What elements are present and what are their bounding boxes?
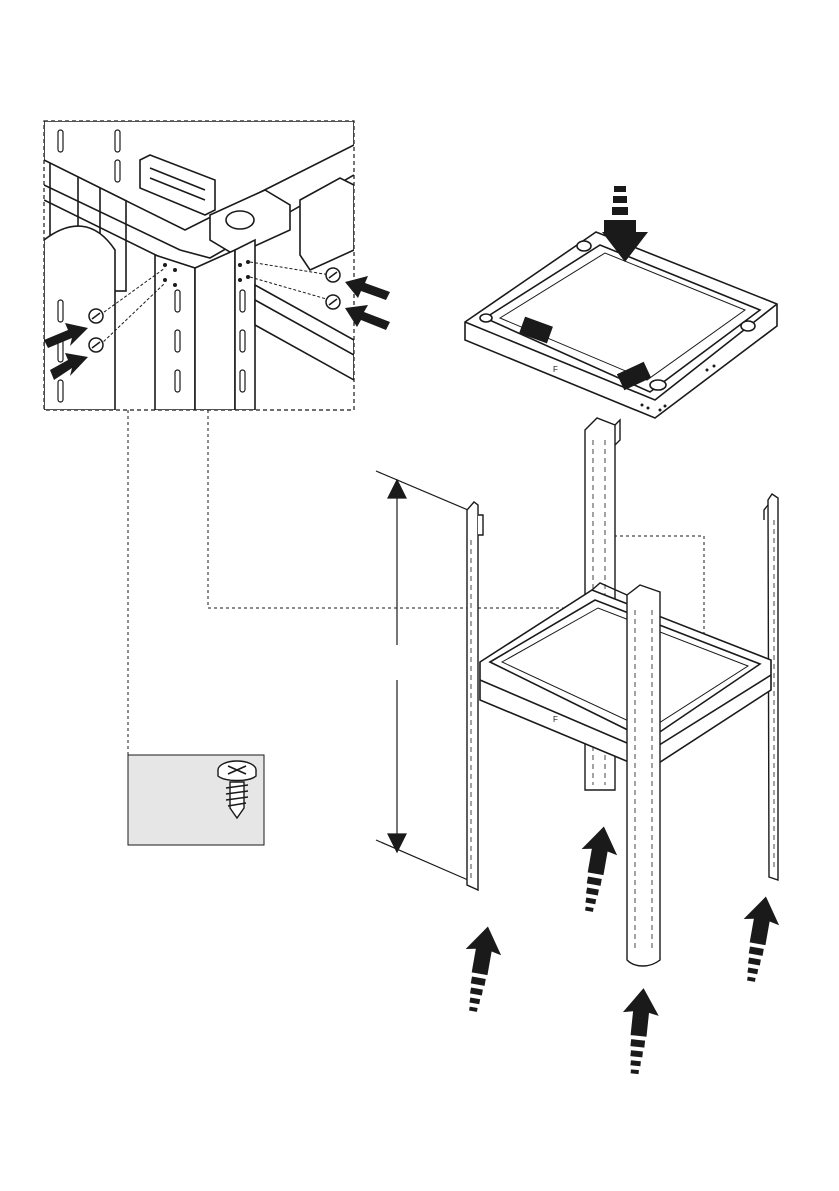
detail-inset: [44, 121, 390, 410]
arrow-up-icon: [455, 923, 505, 1014]
insert-arrows: [455, 823, 783, 1075]
arrow-up-icon: [571, 823, 621, 914]
arrow-up-icon: [617, 986, 662, 1075]
bottom-frame: [480, 590, 771, 770]
hardware-callout: [128, 755, 264, 845]
top-frame: [465, 232, 777, 418]
frame-mark-bottom: F: [553, 715, 558, 724]
frame-mark-top: F: [553, 365, 558, 374]
arrow-up-icon: [733, 893, 783, 984]
height-dimension: [376, 471, 468, 880]
